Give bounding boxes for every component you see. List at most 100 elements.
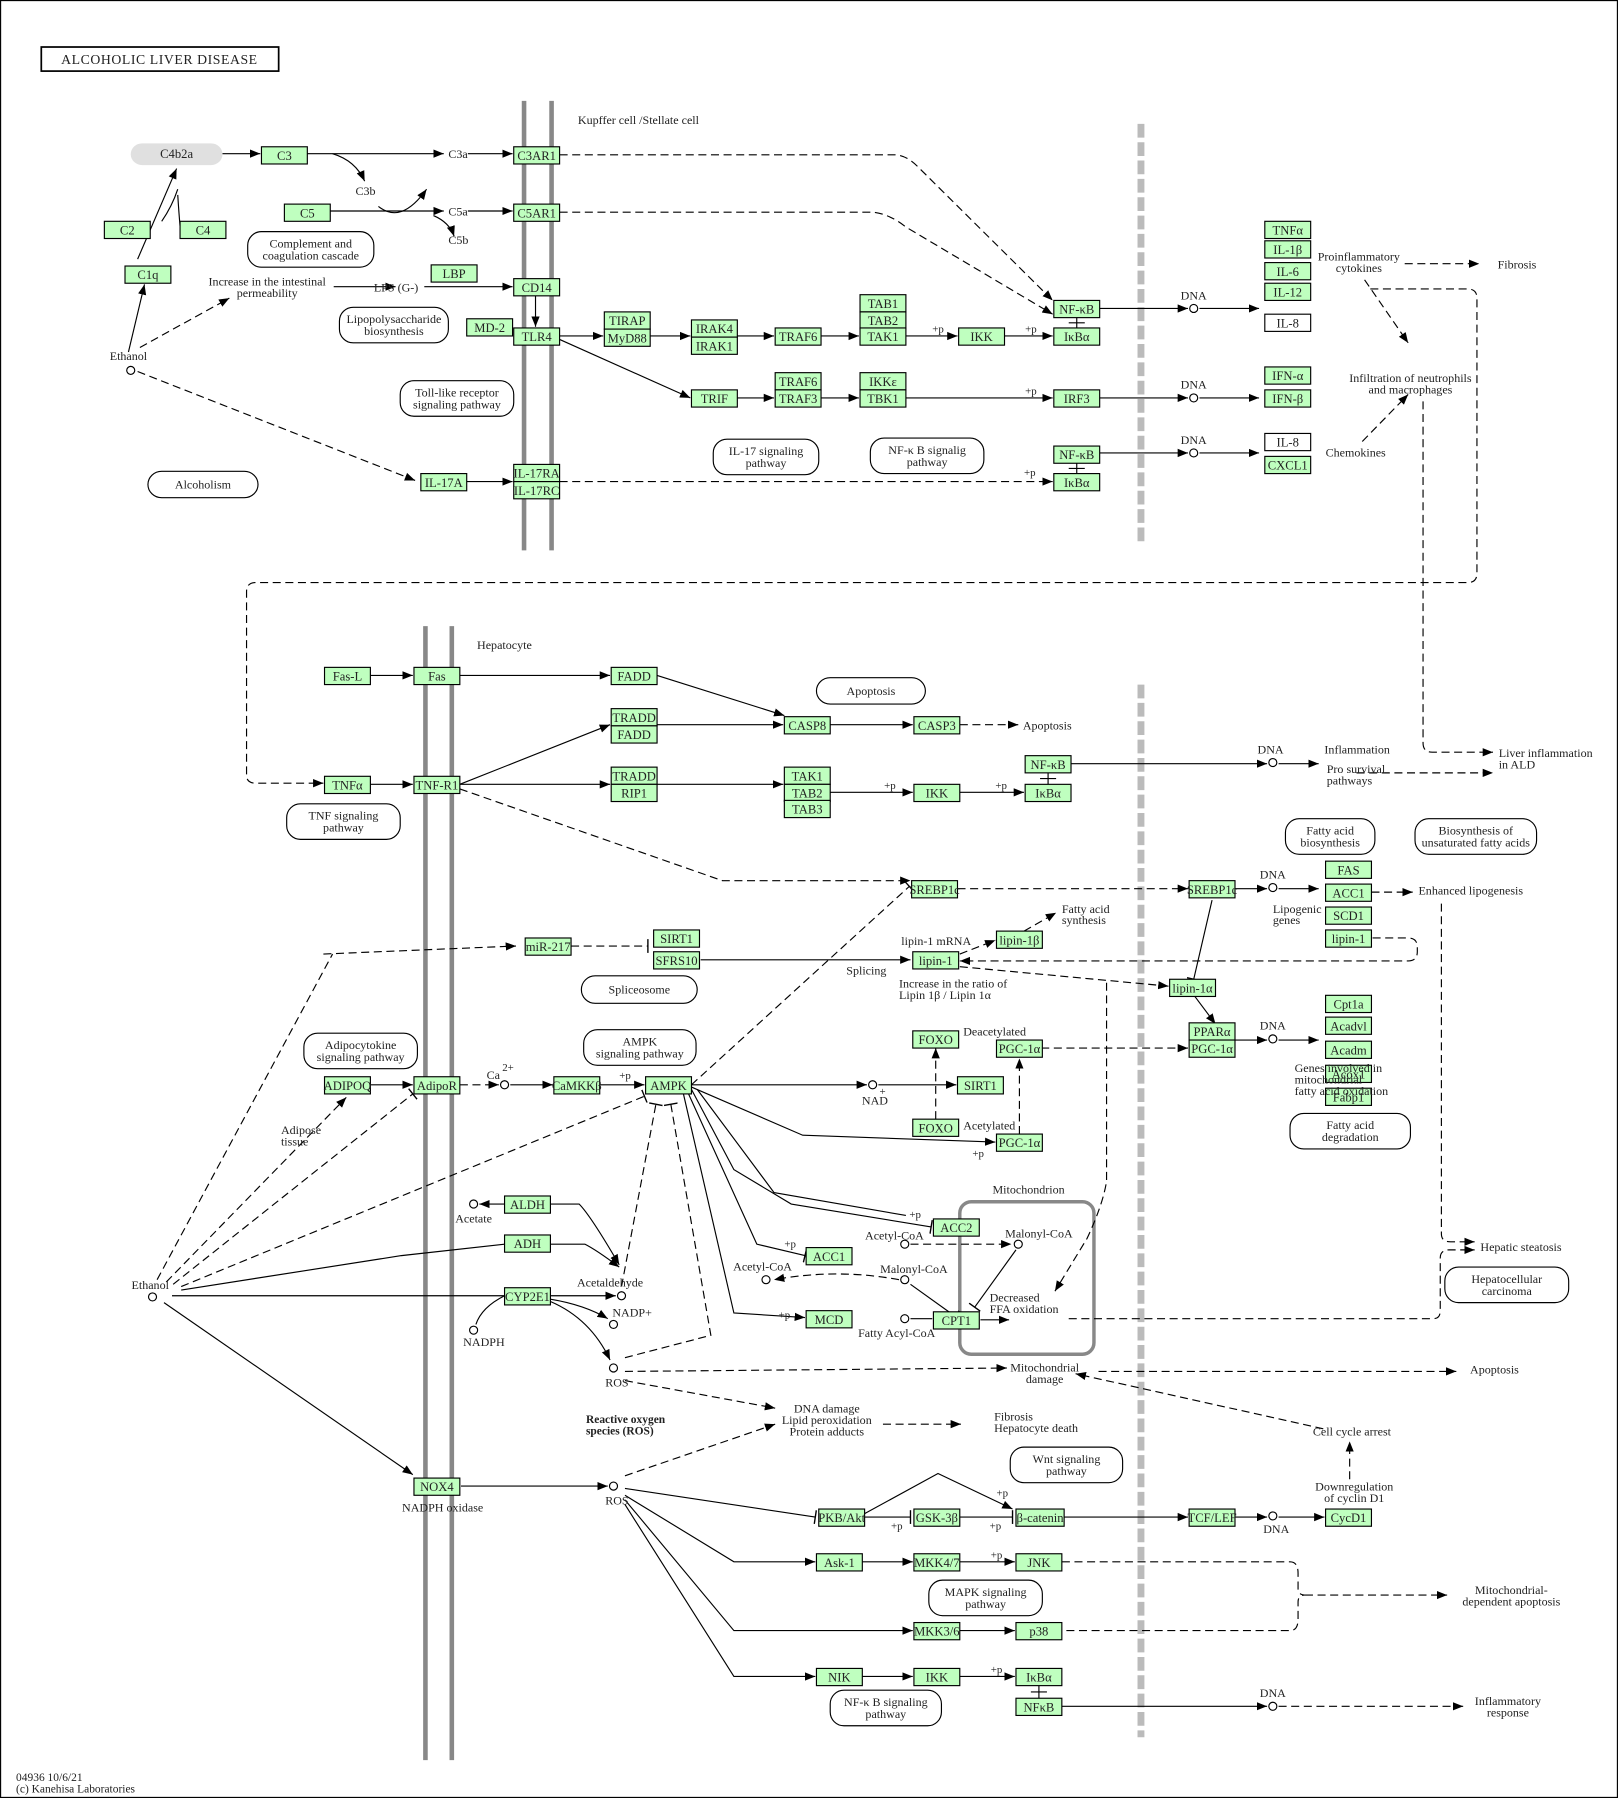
gene-tak1[interactable]: TAK1 <box>859 327 907 346</box>
gene-il-8[interactable]: IL-8 <box>1264 432 1312 452</box>
gene-irf3[interactable]: IRF3 <box>1053 389 1101 408</box>
gene-tradd[interactable]: TRADD <box>610 766 658 785</box>
gene-sirt1[interactable]: SIRT1 <box>956 1076 1004 1095</box>
gene-irak1[interactable]: IRAK1 <box>690 336 738 355</box>
gene-sfrs10[interactable]: SFRS10 <box>653 951 701 970</box>
gene-tab2[interactable]: TAB2 <box>859 311 907 330</box>
gene-i-b[interactable]: IκBα <box>1024 783 1072 803</box>
compound-fattyacylcoa[interactable] <box>900 1314 910 1324</box>
gene-fadd[interactable]: FADD <box>610 725 658 744</box>
pathway-map-apoptosis[interactable]: Apoptosis <box>815 677 926 705</box>
gene-srebp1c[interactable]: SREBP1c <box>909 880 960 899</box>
gene-nox4[interactable]: NOX4 <box>413 1477 461 1496</box>
compound-dna8[interactable] <box>1268 1701 1278 1711</box>
gene-aldh[interactable]: ALDH <box>503 1195 551 1214</box>
gene-c2[interactable]: C2 <box>103 220 151 240</box>
gene-tnf[interactable]: TNFα <box>1264 220 1312 240</box>
gene-tcf-lef[interactable]: TCF/LEF <box>1188 1508 1237 1527</box>
compound-ros2[interactable] <box>608 1481 619 1491</box>
gene-c4[interactable]: C4 <box>179 220 227 240</box>
compound-nadph[interactable] <box>469 1325 479 1335</box>
gene-ifn[interactable]: IFN-β <box>1264 389 1312 408</box>
compound-acetate[interactable] <box>469 1199 479 1209</box>
gene-i-b[interactable]: IκBα <box>1015 1667 1063 1687</box>
gene-tnf-r1[interactable]: TNF-R1 <box>413 775 461 795</box>
gene-pkb-akt[interactable]: PKB/Akt <box>818 1508 866 1527</box>
gene-mir-217[interactable]: miR-217 <box>524 937 572 956</box>
gene-nik[interactable]: NIK <box>815 1667 863 1687</box>
compound-dna5[interactable] <box>1268 882 1278 893</box>
gene-srebp1c[interactable]: SREBP1c <box>1187 880 1238 899</box>
gene-ikk[interactable]: IKK <box>913 1667 961 1687</box>
gene-tab3[interactable]: TAB3 <box>783 799 831 819</box>
gene-tab1[interactable]: TAB1 <box>859 294 907 313</box>
gene-c5ar1[interactable]: C5AR1 <box>513 203 561 222</box>
gene-nf-b[interactable]: NF-κB <box>1053 299 1101 319</box>
gene-mkk3-6[interactable]: MKK3/6 <box>913 1621 961 1641</box>
gene-cycd1[interactable]: CycD1 <box>1325 1508 1373 1527</box>
gene-fas[interactable]: Fas <box>413 666 461 686</box>
gene-tlr4[interactable]: TLR4 <box>513 327 561 346</box>
compound-dna2[interactable] <box>1189 393 1199 403</box>
compound-ethanol2[interactable] <box>147 1292 158 1302</box>
compound-ethanol1[interactable] <box>126 365 136 375</box>
gene-p38[interactable]: p38 <box>1015 1621 1063 1641</box>
gene-nf-b[interactable]: NF-κB <box>1024 755 1072 774</box>
compound-dna7[interactable] <box>1268 1511 1278 1521</box>
gene-tnf[interactable]: TNFα <box>323 775 371 795</box>
gene-nf-b[interactable]: NFκB <box>1015 1697 1063 1717</box>
gene-tirap[interactable]: TIRAP <box>603 311 651 330</box>
gene-jnk[interactable]: JNK <box>1015 1553 1063 1572</box>
gene-ikk[interactable]: IKK <box>913 783 961 803</box>
gene-il-1[interactable]: IL-1β <box>1264 240 1312 259</box>
gene-il-12[interactable]: IL-12 <box>1264 282 1312 302</box>
gene-trif[interactable]: TRIF <box>690 389 738 408</box>
gene-ifn[interactable]: IFN-α <box>1264 366 1312 385</box>
gene-irak4[interactable]: IRAK4 <box>690 319 738 338</box>
gene-c3ar1[interactable]: C3AR1 <box>513 146 561 165</box>
gene-acc1[interactable]: ACC1 <box>1325 883 1373 902</box>
gene-tradd[interactable]: TRADD <box>610 708 658 727</box>
gene-foxo[interactable]: FOXO <box>912 1030 960 1049</box>
gene-traf3[interactable]: TRAF3 <box>774 389 822 408</box>
gene-acc1[interactable]: ACC1 <box>805 1247 853 1266</box>
gene-tak1[interactable]: TAK1 <box>783 766 831 785</box>
compound-ros1[interactable] <box>608 1363 619 1373</box>
gene-casp3[interactable]: CASP3 <box>913 716 961 735</box>
gene-fas-l[interactable]: Fas-L <box>323 666 371 686</box>
gene-adipor[interactable]: AdipoR <box>413 1076 461 1095</box>
gene-fadd[interactable]: FADD <box>610 666 658 686</box>
gene-pgc-1[interactable]: PGC-1α <box>995 1133 1043 1152</box>
gene-lipin-1[interactable]: lipin-1 <box>912 951 960 970</box>
gene-c5[interactable]: C5 <box>283 203 331 222</box>
gene-i-b[interactable]: IκBα <box>1053 473 1101 492</box>
gene-foxo[interactable]: FOXO <box>912 1118 960 1137</box>
gene-fabp1[interactable]: Fabp1 <box>1325 1087 1373 1106</box>
gene-ppar[interactable]: PPARα <box>1188 1022 1236 1041</box>
gene-camkk[interactable]: CaMKKβ <box>552 1076 602 1095</box>
gene-nf-b[interactable]: NF-κB <box>1053 445 1101 464</box>
gene-cpt1a[interactable]: Cpt1a <box>1325 994 1373 1014</box>
compound-dna3[interactable] <box>1189 448 1199 458</box>
compound-dna6[interactable] <box>1268 1034 1278 1044</box>
compound-nad[interactable] <box>868 1080 878 1090</box>
gene-il-8[interactable]: IL-8 <box>1264 313 1312 332</box>
gene-pgc-1[interactable]: PGC-1α <box>995 1039 1043 1058</box>
gene-cxcl1[interactable]: CXCL1 <box>1264 455 1312 475</box>
compound-acetylcoa2[interactable] <box>761 1275 771 1285</box>
gene-traf6[interactable]: TRAF6 <box>774 327 822 346</box>
gene-tab2[interactable]: TAB2 <box>783 783 831 803</box>
compound-acetaldehyde[interactable] <box>616 1291 627 1301</box>
gene-i-b[interactable]: IκBα <box>1053 327 1101 346</box>
